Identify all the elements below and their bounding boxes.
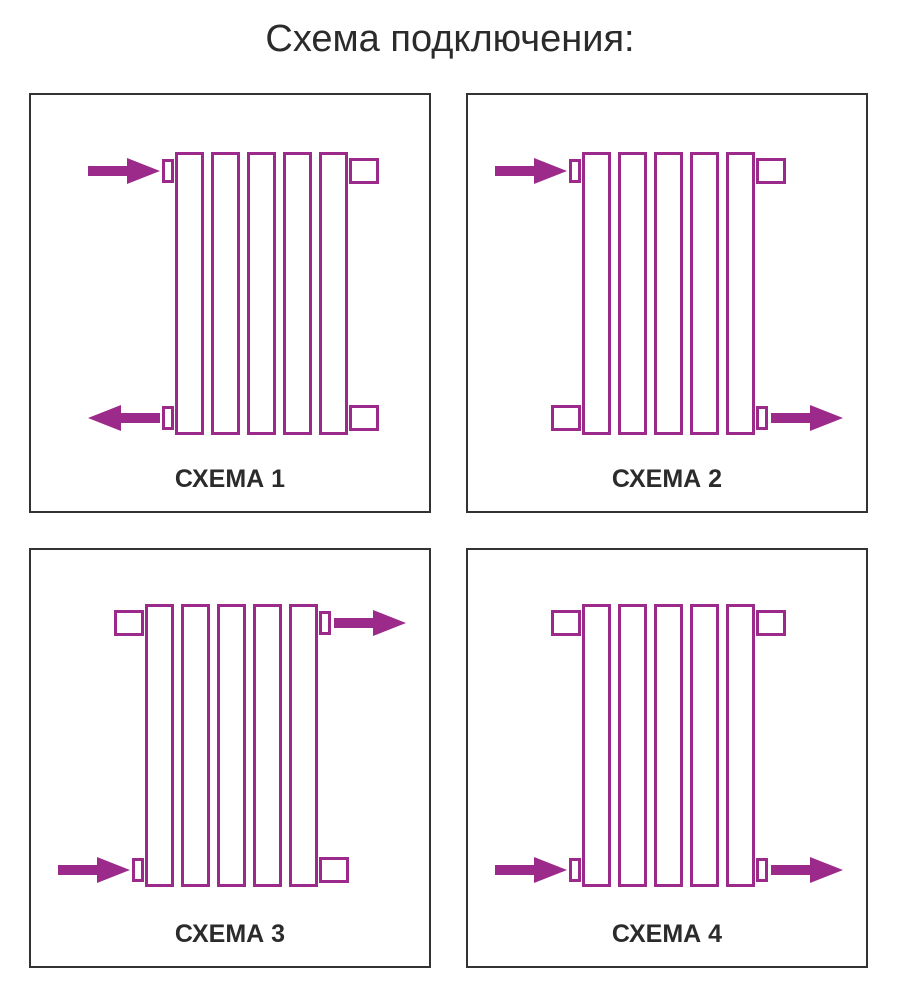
radiator-section bbox=[145, 604, 174, 887]
scheme-label: СХЕМА 3 bbox=[174, 920, 286, 948]
radiator-section bbox=[181, 604, 210, 887]
connection-plug-bottom-left bbox=[569, 858, 581, 882]
radiator-section bbox=[690, 152, 719, 435]
radiator-section bbox=[690, 604, 719, 887]
radiator-section bbox=[618, 604, 647, 887]
outlet-arrow-icon bbox=[88, 405, 160, 431]
radiator-section bbox=[319, 152, 348, 435]
radiator-section bbox=[654, 152, 683, 435]
radiator-section bbox=[582, 604, 611, 887]
radiator-diagram bbox=[58, 604, 406, 887]
radiator-diagram bbox=[495, 604, 843, 887]
inlet-arrow-icon bbox=[58, 857, 130, 883]
end-cap-bottom-right bbox=[319, 857, 349, 883]
connection-plug-top-right bbox=[319, 611, 331, 635]
scheme-panel-1: СХЕМА 1 bbox=[29, 93, 431, 513]
scheme-panel-3: СХЕМА 3 bbox=[29, 548, 431, 968]
radiator-section bbox=[175, 152, 204, 435]
scheme-panel-4: СХЕМА 4 bbox=[466, 548, 868, 968]
connection-plug-bottom-left bbox=[162, 406, 174, 430]
inlet-arrow-icon bbox=[495, 857, 567, 883]
scheme-label: СХЕМА 1 bbox=[174, 465, 286, 493]
connection-plug-top-left bbox=[569, 159, 581, 183]
radiator-section bbox=[217, 604, 246, 887]
radiator-section bbox=[726, 604, 755, 887]
end-cap-top-left bbox=[114, 610, 144, 636]
scheme-label: СХЕМА 4 bbox=[611, 920, 723, 948]
radiator-diagram bbox=[88, 152, 379, 435]
end-cap-top-left bbox=[551, 610, 581, 636]
end-cap-top-right bbox=[756, 610, 786, 636]
outlet-arrow-icon bbox=[771, 405, 843, 431]
radiator-section bbox=[283, 152, 312, 435]
radiator-section bbox=[211, 152, 240, 435]
inlet-arrow-icon bbox=[88, 158, 160, 184]
radiator-diagram bbox=[495, 152, 843, 435]
connection-plug-top-left bbox=[162, 159, 174, 183]
scheme-panel-2: СХЕМА 2 bbox=[466, 93, 868, 513]
inlet-arrow-icon bbox=[495, 158, 567, 184]
connection-plug-bottom-left bbox=[132, 858, 144, 882]
radiator-section bbox=[253, 604, 282, 887]
connection-plug-bottom-right bbox=[756, 858, 768, 882]
radiator-section bbox=[618, 152, 647, 435]
connection-plug-bottom-right bbox=[756, 406, 768, 430]
page-title: Схема подключения: bbox=[265, 18, 635, 60]
radiator-section bbox=[654, 604, 683, 887]
end-cap-bottom-right bbox=[349, 405, 379, 431]
radiator-section bbox=[247, 152, 276, 435]
radiator-section bbox=[582, 152, 611, 435]
radiator-section bbox=[726, 152, 755, 435]
radiator-section bbox=[289, 604, 318, 887]
end-cap-bottom-left bbox=[551, 405, 581, 431]
outlet-arrow-icon bbox=[771, 857, 843, 883]
end-cap-top-right bbox=[756, 158, 786, 184]
end-cap-top-right bbox=[349, 158, 379, 184]
scheme-label: СХЕМА 2 bbox=[611, 465, 723, 493]
outlet-arrow-icon bbox=[334, 610, 406, 636]
